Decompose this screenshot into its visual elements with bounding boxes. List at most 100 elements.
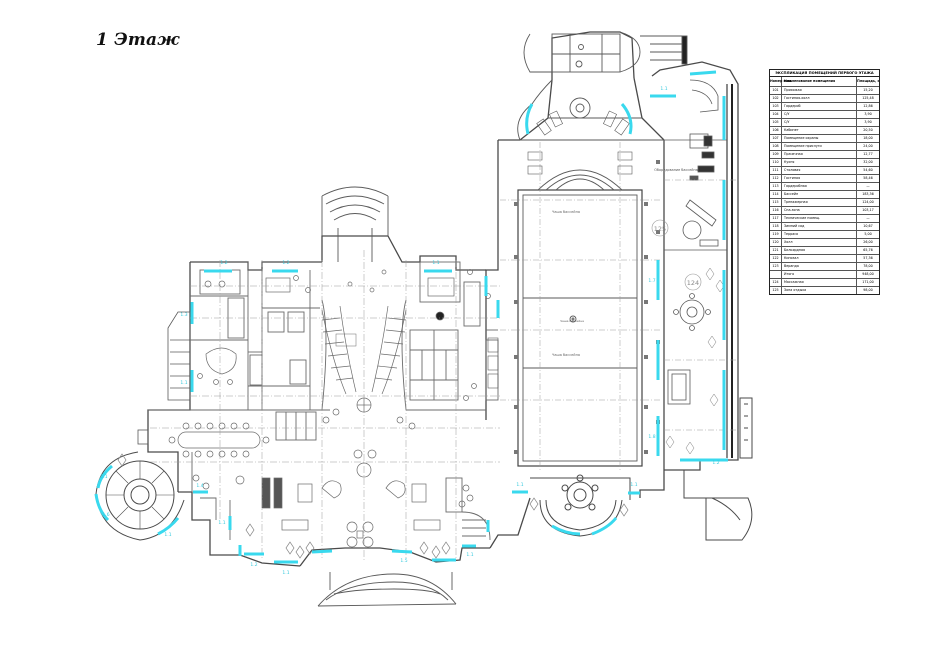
room-labels: 125 124 Чаша бассейна Чаша бассейна Чаша… <box>552 168 702 357</box>
room-name: С/У <box>782 111 857 118</box>
room-name: Спа-зона <box>782 207 857 214</box>
grid-axes <box>150 250 500 560</box>
col-number: Номер пом. <box>770 77 792 86</box>
room-name: Бильярдная <box>782 247 857 254</box>
room-schedule-header: Номер пом. Наименование помещения Площад… <box>770 77 879 87</box>
room-125: 125 <box>654 225 666 233</box>
room-number: 116 <box>770 207 782 214</box>
col-area: Площадь, м² <box>857 79 879 83</box>
room-name: Кухня <box>782 159 857 166</box>
windows <box>94 70 728 564</box>
room-number: 101 <box>770 87 782 94</box>
room-area: — <box>866 184 870 188</box>
room-name: Технические помещ. <box>782 215 857 222</box>
room-area: 124,00 <box>862 200 874 204</box>
room-number: 125 <box>770 287 782 294</box>
col-name: Наименование помещения <box>782 77 857 86</box>
room-area: 98,00 <box>863 288 873 292</box>
room-number: 110 <box>770 159 782 166</box>
room-area: 15,20 <box>863 88 873 92</box>
room-area: 12,77 <box>863 152 873 156</box>
room-number: 104 <box>770 111 782 118</box>
room-name: Кинозал <box>782 255 857 262</box>
window-tags: 1.2 1.2 1.1 1.3 1.1 1.4 1.1 1.2 1.1 1.5 … <box>100 86 719 576</box>
west-stair <box>137 311 191 445</box>
room-name: Итого <box>782 271 857 278</box>
room-name: Массажная <box>782 279 857 286</box>
room-area: 78,00 <box>863 264 873 268</box>
room-number: 114 <box>770 191 782 198</box>
window-tag: 1.8 <box>648 434 655 440</box>
room-number: 105 <box>770 119 782 126</box>
room-area: 3,90 <box>864 120 872 124</box>
north-terrace <box>321 186 389 262</box>
room-area: 24,00 <box>863 144 873 148</box>
room-name: Зона отдыха <box>782 287 857 294</box>
window-tag: 1.1 <box>516 482 523 488</box>
room-area: 183,36 <box>862 192 874 196</box>
east-terrace <box>683 397 753 541</box>
room-area: 18,00 <box>863 136 873 140</box>
pool-round-room <box>530 474 631 537</box>
room-number <box>770 271 782 278</box>
room-number: 123 <box>770 263 782 270</box>
window-tag: 1.1 <box>282 570 289 576</box>
room-number: 102 <box>770 95 782 102</box>
window-tag: 1.2 <box>220 260 227 266</box>
window-tag: 1.6 <box>102 512 109 518</box>
pool-top-rooms <box>517 31 688 141</box>
room-area: 57,36 <box>863 256 873 260</box>
pool-label-b: Чаша бассейна <box>552 353 580 357</box>
room-name: Зимний сад <box>782 223 857 230</box>
room-name: Веранда <box>782 263 857 270</box>
room-name: Тренажерная <box>782 199 857 206</box>
window-tag: 1.1 <box>630 482 637 488</box>
window-tag: 1.4 <box>196 483 203 489</box>
room-number: 113 <box>770 183 782 190</box>
room-area: 65,76 <box>863 248 873 252</box>
window-tag: 1.1 <box>180 380 187 386</box>
room-name: Гостиная-холл <box>782 95 857 102</box>
room-number: 115 <box>770 199 782 206</box>
room-name: Гардероб <box>782 103 857 110</box>
room-number: 111 <box>770 167 782 174</box>
room-area: 32,00 <box>863 160 873 164</box>
furniture <box>117 269 629 559</box>
room-area: 10,67 <box>863 224 873 228</box>
room-number: 108 <box>770 143 782 150</box>
room-number: 117 <box>770 215 782 222</box>
room-area: 54,60 <box>863 168 873 172</box>
pool-label-a: Чаша бассейна <box>552 210 580 214</box>
window-tag: 1.7 <box>648 278 655 284</box>
room-name: Терраса <box>782 231 857 238</box>
window-tag: 1.2 <box>250 562 257 568</box>
room-area: 58,46 <box>863 176 873 180</box>
room-name: Бассейн <box>782 191 857 198</box>
room-name: Прихожая <box>782 87 857 94</box>
window-tag: 1.5 <box>400 558 407 564</box>
window-tag: 1.2 <box>282 260 289 266</box>
room-number: 121 <box>770 247 782 254</box>
